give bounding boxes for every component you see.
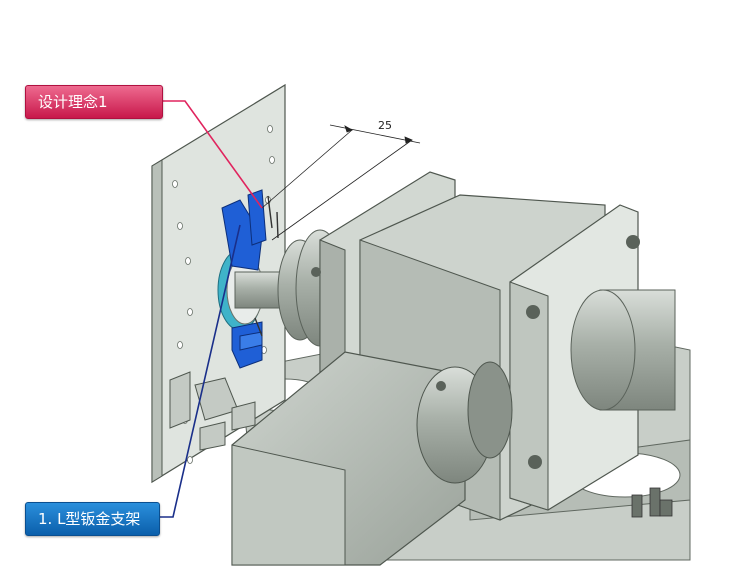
stepper-motor [231,351,513,566]
l-sheet-metal-bracket [221,189,267,369]
callout-l-bracket: 1. L型钣金支架 [25,502,160,536]
sensor-pins [254,195,279,337]
callout-design-concept: 设计理念1 [25,85,163,119]
flange-bolts [526,235,640,469]
leader-line-bracket [158,224,241,518]
dimension-annotation [261,124,421,241]
corner-brackets [169,371,256,451]
leader-line-design [162,100,263,209]
output-shaft-cylinder [570,289,676,411]
dimension-value: 25 [378,119,392,132]
right-edge-fittings [631,487,673,518]
